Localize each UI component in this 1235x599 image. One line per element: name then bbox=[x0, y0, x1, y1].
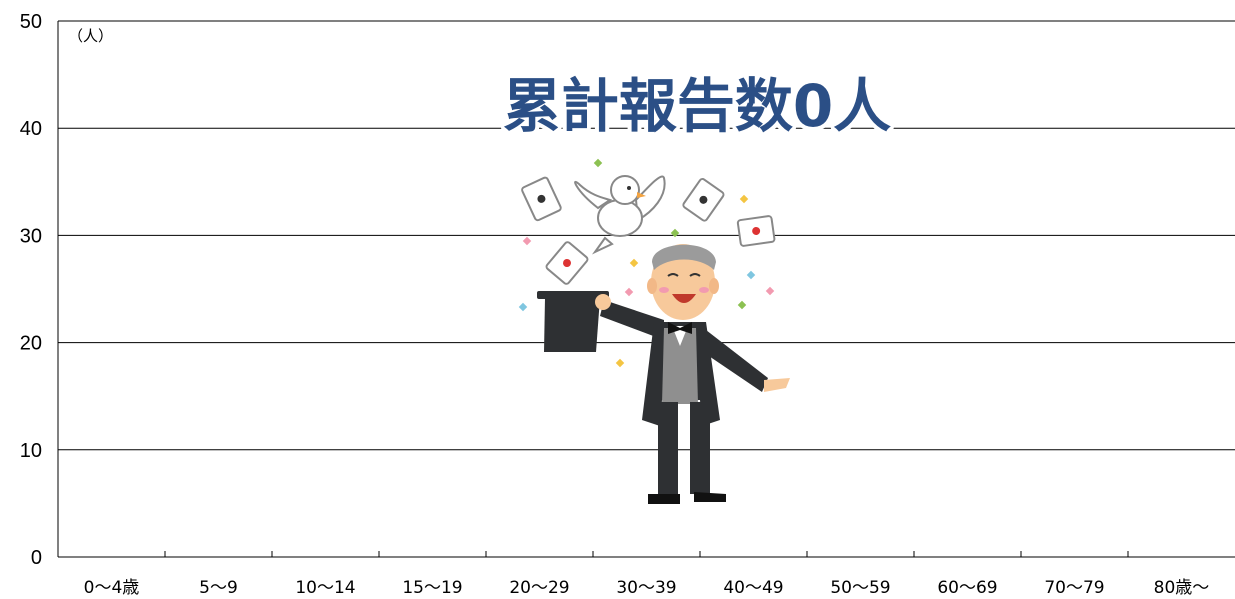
x-tick-label: 10～14 bbox=[295, 578, 355, 598]
x-tick-label: 50～59 bbox=[830, 578, 890, 598]
x-axis-ticks: 0～4歳 5～9 10～14 15～19 20～29 30～39 40～49 50～59 60～… bbox=[84, 551, 1210, 598]
x-tick-label: 70～79 bbox=[1044, 578, 1104, 598]
x-tick-label: 15～19 bbox=[402, 578, 462, 598]
total-count-annotation: 累計報告数0人 bbox=[503, 72, 891, 140]
y-tick-label: 20 bbox=[20, 333, 42, 355]
y-axis-ticks: 0 10 20 30 40 50 bbox=[20, 11, 42, 569]
y-tick-label: 50 bbox=[20, 11, 42, 33]
x-tick-label: 20～29 bbox=[509, 578, 569, 598]
y-tick-label: 10 bbox=[20, 440, 42, 462]
magician-with-dove-and-cards-icon bbox=[518, 158, 790, 504]
x-tick-label: 30～39 bbox=[616, 578, 676, 598]
x-tick-label: 60～69 bbox=[937, 578, 997, 598]
y-tick-label: 40 bbox=[20, 118, 42, 140]
x-tick-label: 0～4歳 bbox=[84, 578, 140, 598]
y-tick-label: 0 bbox=[31, 547, 42, 569]
x-tick-label: 5～9 bbox=[199, 578, 238, 598]
y-tick-label: 30 bbox=[20, 225, 42, 247]
gridlines bbox=[57, 20, 1235, 558]
x-tick-label: 40～49 bbox=[723, 578, 783, 598]
x-tick-label: 80歳～ bbox=[1154, 578, 1210, 598]
y-axis-unit-label: （人） bbox=[68, 27, 113, 45]
